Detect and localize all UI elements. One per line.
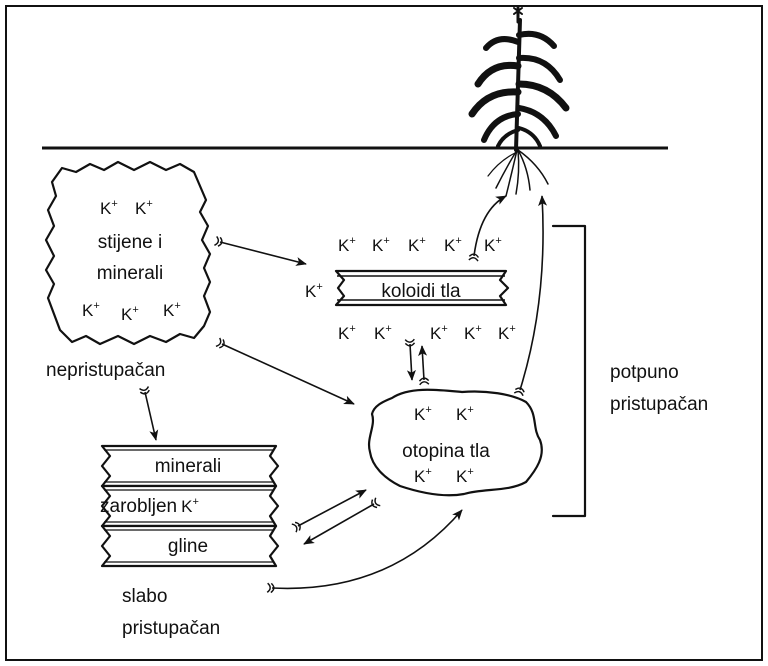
full-label-line2: pristupačan [610, 394, 708, 415]
slow-label-line1: slabo [122, 586, 167, 607]
rocks-ion-2: K+ [135, 198, 153, 218]
plant-icon [468, 6, 570, 197]
rocks-ions: K+ K+ K+ K+ K+ [82, 198, 181, 324]
rocks-label-line2: minerali [97, 263, 164, 284]
arrow-solution-to-clay [303, 497, 381, 545]
arrow-clay-to-solution [291, 489, 367, 533]
solution-ions: K+ K+ K+ K+ [414, 404, 474, 486]
arrow-solution-to-colloids [418, 345, 430, 386]
arrow-slow-to-solution [266, 509, 463, 594]
colloid-ion-bottom-3: K+ [430, 323, 448, 343]
solution-ion-1: K+ [414, 404, 432, 424]
colloid-ion-top-2: K+ [372, 235, 390, 255]
flow-arrows [139, 195, 548, 594]
image-frame [5, 5, 763, 661]
colloid-ion-bottom-4: K+ [464, 323, 482, 343]
colloids-ions-below: K+ K+ K+ K+ K+ [338, 323, 516, 343]
colloid-ion-top-4: K+ [444, 235, 462, 255]
rocks-ion-3: K+ [82, 300, 100, 320]
clay-label-top: minerali [155, 456, 222, 477]
rocks-ion-1: K+ [100, 198, 118, 218]
colloid-ion-bottom-1: K+ [338, 323, 356, 343]
solution-ion-2: K+ [456, 404, 474, 424]
availability-bracket [551, 224, 587, 518]
arrow-rocks-to-solution [215, 337, 355, 405]
arrow-colloids-to-root [468, 195, 507, 262]
soil-solution-blob [368, 388, 543, 497]
colloid-ion-top-5: K+ [484, 235, 502, 255]
colloid-ion-left: K+ [305, 281, 323, 301]
colloid-ion-top-1: K+ [338, 235, 356, 255]
rocks-ion-4: K+ [121, 304, 139, 324]
arrow-rocks-to-clay [139, 386, 159, 441]
solution-ion-3: K+ [414, 466, 432, 486]
arrow-colloids-to-solution [404, 338, 416, 381]
full-label-line1: potpuno [610, 362, 679, 383]
unavailable-label: nepristupačan [46, 360, 165, 381]
solution-ion-4: K+ [456, 466, 474, 486]
rocks-minerals-blob [44, 160, 212, 346]
arrow-rocks-to-colloids [214, 235, 307, 266]
solution-label: otopina tla [402, 441, 490, 462]
arrow-solution-to-root [513, 195, 548, 397]
colloid-ion-bottom-5: K+ [498, 323, 516, 343]
clay-mineral-stack [100, 444, 280, 568]
slow-label-line2: pristupačan [122, 618, 220, 639]
colloids-label: koloidi tla [381, 281, 461, 302]
soil-colloid-slab [334, 269, 510, 307]
rocks-ion-5: K+ [163, 300, 181, 320]
clay-label-bottom: gline [168, 536, 208, 557]
colloid-ion-bottom-2: K+ [374, 323, 392, 343]
rocks-label-line1: stijene i [98, 232, 162, 253]
colloid-ion-top-3: K+ [408, 235, 426, 255]
